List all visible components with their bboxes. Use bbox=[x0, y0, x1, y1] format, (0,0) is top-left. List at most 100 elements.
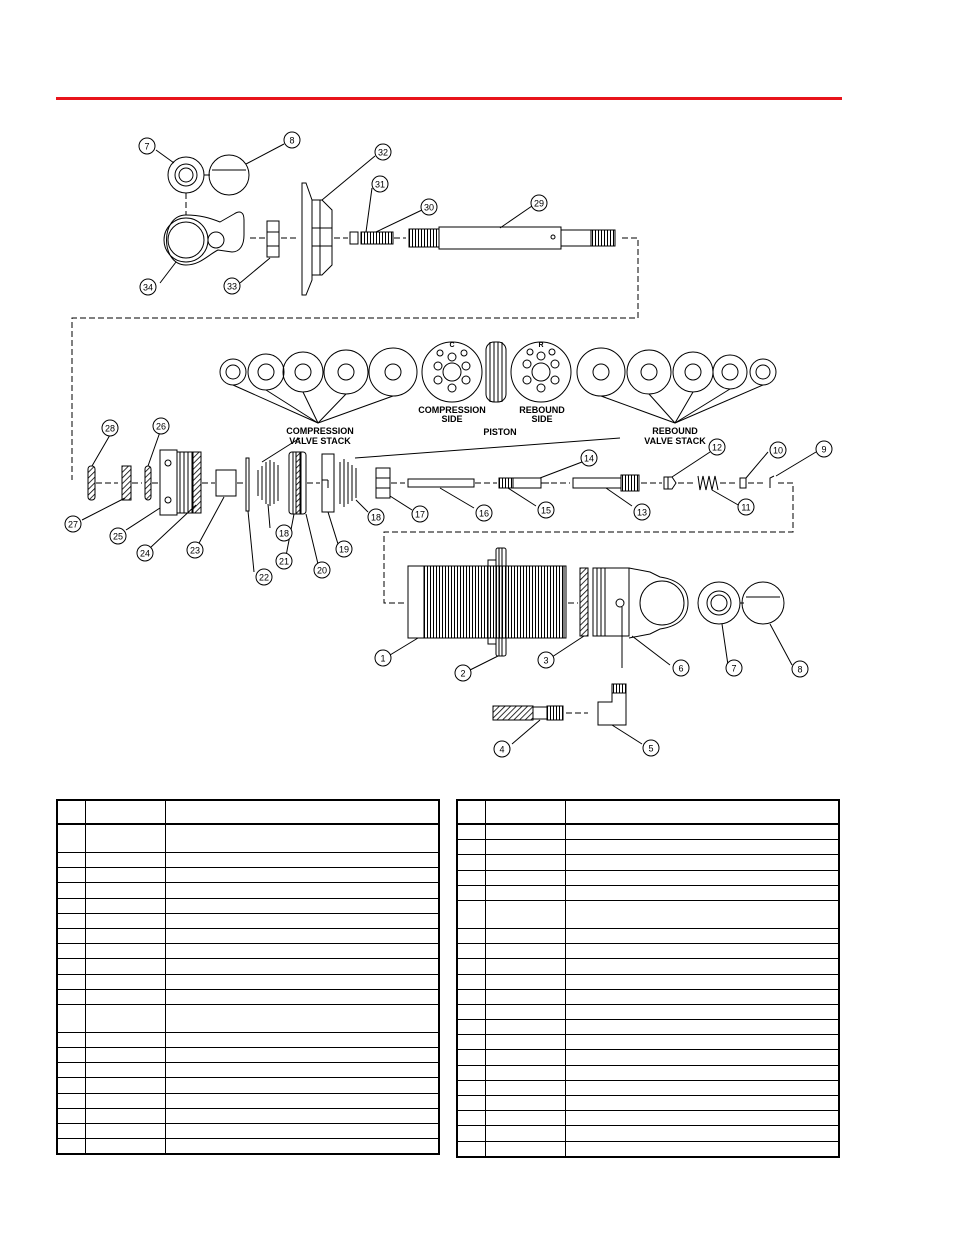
col-item bbox=[456, 799, 486, 825]
part-1-body bbox=[407, 565, 567, 639]
table-row bbox=[456, 1140, 840, 1158]
cell-description bbox=[164, 1122, 440, 1140]
callout-leaders bbox=[81, 143, 817, 745]
callout-circle bbox=[530, 194, 548, 212]
callout-13: 13 bbox=[633, 503, 651, 521]
table-row bbox=[456, 927, 840, 945]
cell-description bbox=[164, 882, 440, 899]
callout-number: 18 bbox=[279, 529, 289, 539]
table-row bbox=[56, 882, 440, 899]
table-row bbox=[456, 1049, 840, 1066]
cell-description bbox=[564, 1064, 840, 1081]
cell-item bbox=[456, 988, 486, 1005]
callout-number: 4 bbox=[499, 745, 504, 755]
cell-item bbox=[456, 1049, 486, 1066]
callout-number: 32 bbox=[378, 148, 388, 158]
part-21-piston-side bbox=[288, 451, 307, 515]
col-item bbox=[56, 799, 86, 825]
cell-part-number bbox=[84, 1138, 166, 1155]
cell-part-number bbox=[484, 943, 566, 960]
table-row bbox=[456, 899, 840, 929]
cell-description bbox=[164, 1138, 440, 1155]
table-row bbox=[56, 823, 440, 853]
callout-number: 10 bbox=[773, 446, 783, 456]
table-row bbox=[56, 867, 440, 884]
part-28-oring bbox=[87, 465, 96, 501]
part-27-backup-ring bbox=[121, 465, 132, 501]
callout-circle bbox=[223, 277, 241, 295]
callout-circle bbox=[283, 131, 301, 149]
callout-number: 11 bbox=[741, 503, 750, 513]
part-17-piston-nut bbox=[375, 467, 391, 499]
part-4-hose-fitting bbox=[492, 705, 564, 721]
callout-18: 18 bbox=[367, 508, 385, 526]
cell-item bbox=[456, 1034, 486, 1051]
cell-description bbox=[164, 1062, 440, 1079]
cell-description bbox=[564, 988, 840, 1005]
cell-part-number bbox=[484, 1110, 566, 1127]
cell-description bbox=[564, 943, 840, 960]
parts-table-left bbox=[56, 799, 440, 1156]
table-row bbox=[456, 943, 840, 960]
svg-text:SIDE: SIDE bbox=[441, 414, 462, 424]
cell-item bbox=[56, 1122, 86, 1140]
table-row bbox=[456, 988, 840, 1005]
table-row bbox=[56, 973, 440, 990]
part-8-cap-top bbox=[208, 154, 250, 196]
callout-circle bbox=[275, 552, 293, 570]
cell-item bbox=[56, 1047, 86, 1064]
cell-item bbox=[456, 1125, 486, 1142]
cell-part-number bbox=[484, 823, 566, 841]
cell-description bbox=[564, 854, 840, 871]
callout-24: 24 bbox=[136, 544, 154, 562]
callout-number: 25 bbox=[113, 532, 123, 542]
callout-19: 19 bbox=[335, 540, 353, 558]
cell-part-number bbox=[484, 839, 566, 856]
callout-number: 23 bbox=[190, 546, 200, 556]
cell-item bbox=[56, 927, 86, 945]
cell-item bbox=[56, 912, 86, 929]
table-row bbox=[56, 927, 440, 945]
callout-7: 7 bbox=[138, 137, 156, 155]
cell-description bbox=[164, 988, 440, 1005]
callout-circle bbox=[708, 438, 726, 456]
cell-description bbox=[564, 1003, 840, 1021]
cell-item bbox=[56, 867, 86, 884]
cell-item bbox=[56, 943, 86, 960]
cell-item bbox=[456, 1094, 486, 1112]
table-row bbox=[56, 851, 440, 869]
cell-item bbox=[456, 1140, 486, 1158]
cell-part-number bbox=[484, 988, 566, 1005]
cell-part-number bbox=[84, 867, 166, 884]
callout-number: 19 bbox=[339, 545, 349, 555]
header-red-rule bbox=[56, 97, 842, 100]
cell-part-number bbox=[84, 1031, 166, 1049]
cell-part-number bbox=[484, 927, 566, 945]
piston-rebound-face bbox=[510, 341, 572, 403]
cell-item bbox=[56, 851, 86, 869]
cell-description bbox=[564, 1079, 840, 1097]
cell-part-number bbox=[484, 1034, 566, 1051]
callout-circle bbox=[537, 501, 555, 519]
cell-item bbox=[456, 884, 486, 901]
cell-description bbox=[564, 1019, 840, 1036]
part-25-seal-head bbox=[159, 449, 193, 516]
cell-part-number bbox=[84, 1107, 166, 1125]
piston-face-r-mark: R bbox=[538, 342, 543, 349]
callout-26: 26 bbox=[152, 417, 170, 435]
callout-number: 13 bbox=[637, 508, 647, 518]
callout-circle bbox=[374, 649, 392, 667]
cell-part-number bbox=[84, 1047, 166, 1064]
callout-34: 34 bbox=[139, 278, 157, 296]
cell-description bbox=[164, 867, 440, 884]
cell-part-number bbox=[84, 958, 166, 975]
callout-circle bbox=[139, 278, 157, 296]
cell-description bbox=[564, 1125, 840, 1142]
callout-circle bbox=[642, 739, 660, 757]
cell-description bbox=[164, 927, 440, 945]
table-row bbox=[56, 1062, 440, 1079]
table-row bbox=[56, 1092, 440, 1109]
cell-item bbox=[56, 958, 86, 975]
col-part-number bbox=[84, 799, 166, 825]
compression-stack-leaders bbox=[232, 384, 394, 424]
